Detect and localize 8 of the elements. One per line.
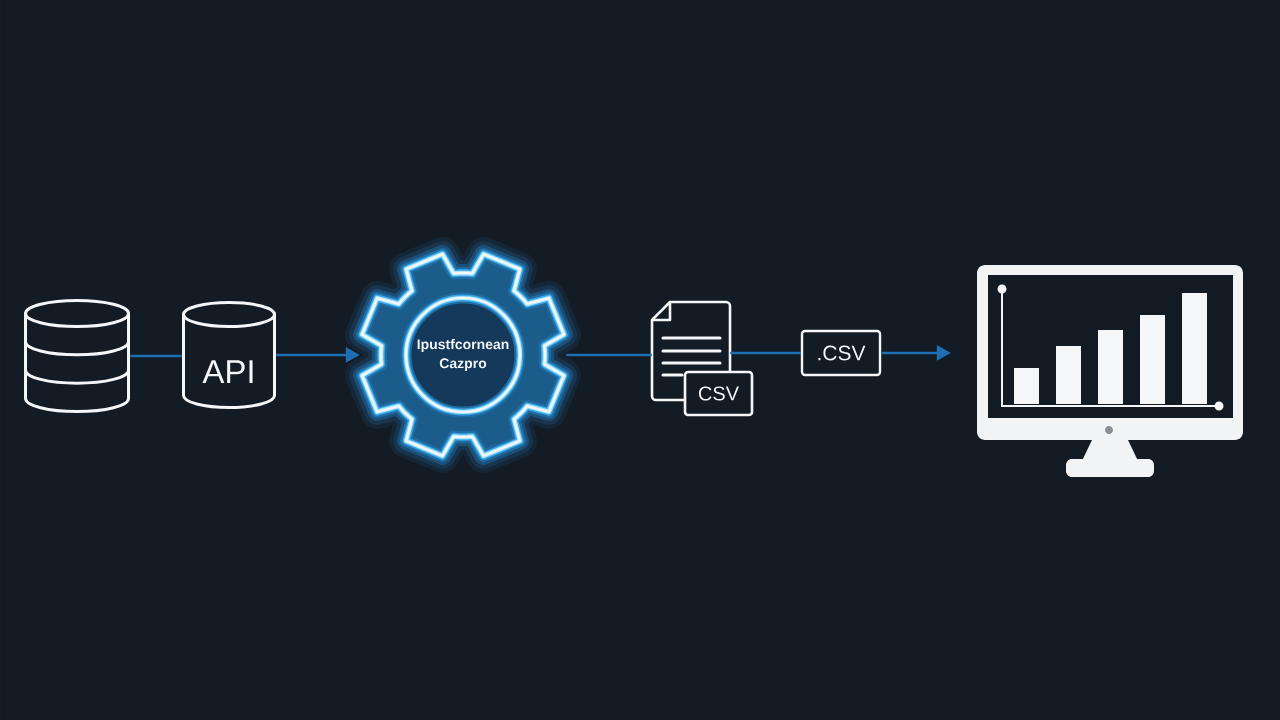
connector-line (130, 354, 182, 358)
database-icon (24, 299, 130, 413)
monitor-picture (977, 265, 1243, 477)
connector-line (566, 353, 652, 357)
file-tag: .CSV (800, 329, 882, 377)
node-label: API (202, 360, 253, 383)
database-cylinder: API (182, 301, 276, 409)
connector-line (730, 351, 801, 355)
